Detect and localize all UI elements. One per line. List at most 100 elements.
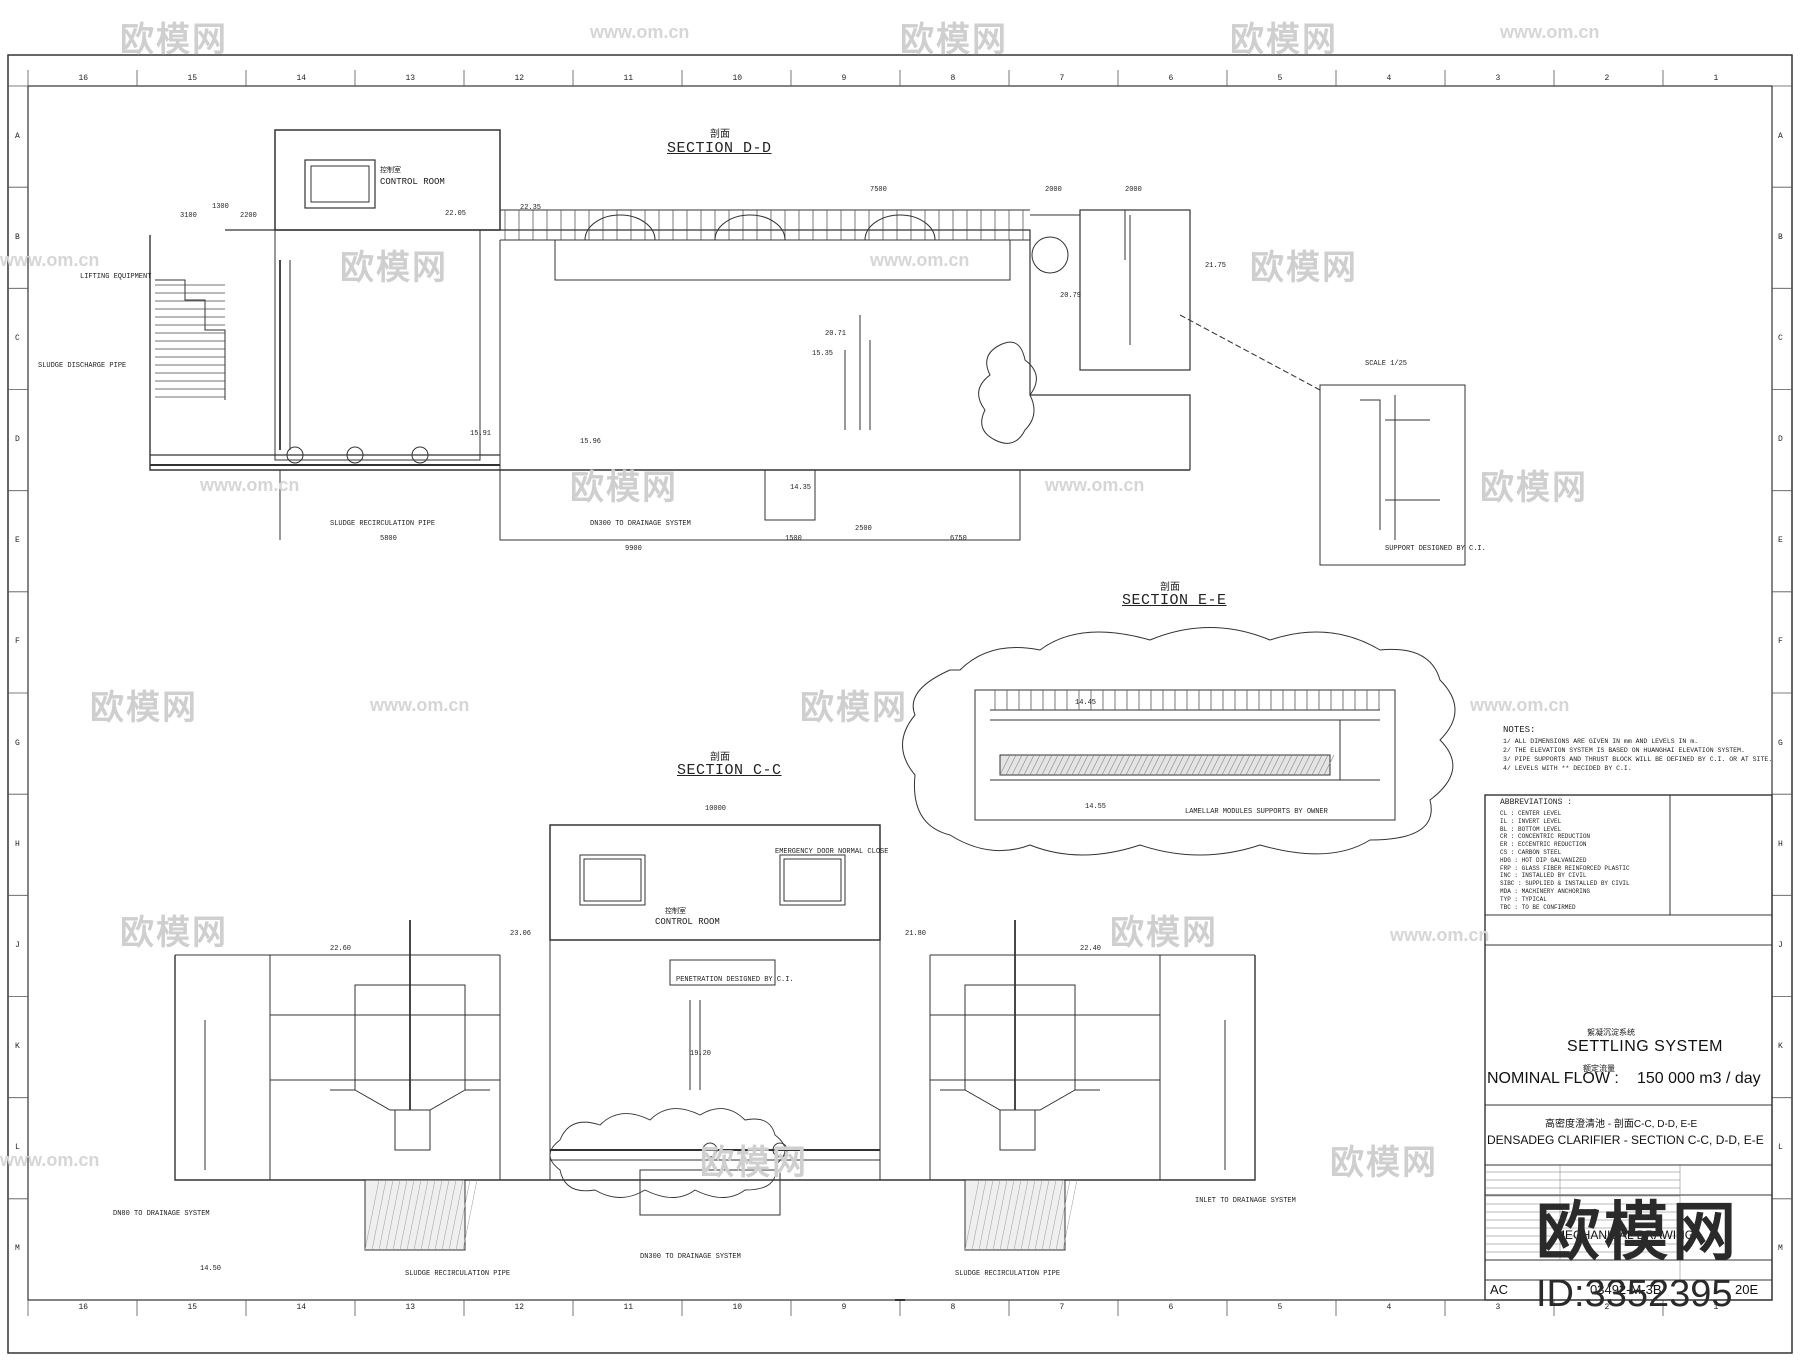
watermark-url: www.om.cn [1500, 22, 1600, 42]
watermark-brand: 欧模网 [700, 1144, 808, 1182]
grid-row-label: J [15, 940, 20, 950]
grid-column-label: 5 [1277, 74, 1283, 83]
watermark-brand: 欧模网 [90, 689, 198, 727]
watermark-brand: 欧模网 [120, 21, 228, 59]
corner-brand: 欧模网 [1536, 1196, 1740, 1268]
watermark-brand: 欧模网 [120, 914, 228, 952]
watermark-url: www.om.cn [0, 1150, 100, 1170]
drawing-title-cn: 高密度澄清池 - 剖面C-C, D-D, E-E [1545, 1119, 1698, 1130]
label-lamellar: LAMELLAR MODULES SUPPORTS BY OWNER [1185, 808, 1328, 816]
grid-row-label: G [1778, 738, 1783, 748]
level-ee-2: 14.55 [1085, 803, 1107, 811]
abbreviation-item: CS : CARBON STEEL [1500, 848, 1562, 856]
label-penetration: PENETRATION DESIGNED BY C.I. [676, 976, 794, 984]
label-drainage-cc-left: DN80 TO DRAINAGE SYSTEM [113, 1210, 210, 1218]
grid-row-label: D [1778, 435, 1783, 445]
control-room-label-dd: CONTROL ROOM [380, 177, 445, 187]
dim-6: 2000 [1125, 186, 1142, 194]
section-dd-cn: 剖面 [710, 130, 730, 141]
level-cc-2: 23.06 [510, 930, 532, 938]
grid-column-label: 9 [841, 74, 847, 83]
grid-row-label: L [1778, 1143, 1783, 1153]
dim-2: 3100 [180, 212, 197, 220]
watermark-url: www.om.cn [590, 22, 690, 42]
dim-11: 6750 [950, 535, 967, 543]
watermark-brand: 欧模网 [800, 689, 908, 727]
watermark-brand: 欧模网 [900, 21, 1008, 59]
grid-row-label: F [1778, 637, 1783, 647]
flow-label: NOMINAL FLOW : [1487, 1070, 1619, 1087]
level-9: 14.35 [790, 484, 812, 492]
watermark-brand: 欧模网 [570, 469, 678, 507]
grid-column-label: 14 [296, 74, 307, 83]
abbreviation-item: ER : ECCENTRIC REDUCTION [1500, 841, 1587, 849]
sheet-suffix: 20E [1735, 1282, 1759, 1297]
watermark-url: www.om.cn [0, 250, 100, 270]
dim-4: 7500 [870, 186, 887, 194]
watermark-url: www.om.cn [1470, 695, 1570, 715]
abbreviation-item: TYP : TYPICAL [1500, 895, 1547, 903]
grid-column-label: 10 [732, 1303, 743, 1312]
grid-row-label: F [15, 637, 20, 647]
watermark-url: www.om.cn [370, 695, 470, 715]
abbreviation-item: HDG : HOT DIP GALVANIZED [1500, 856, 1587, 864]
grid-column-label: 15 [187, 1303, 198, 1312]
system-title: SETTLING SYSTEM [1567, 1038, 1723, 1055]
grid-column-label: 6 [1168, 74, 1174, 83]
section-ee-title: SECTION E-E [1122, 592, 1227, 609]
note-item: 4/ LEVELS WITH ** DECIDED BY C.I. [1503, 765, 1632, 772]
grid-row-label: B [15, 232, 20, 242]
dim-9: 1500 [785, 535, 802, 543]
grid-column-label: 9 [841, 1303, 847, 1312]
dim-5: 2000 [1045, 186, 1062, 194]
level-3: 21.75 [1205, 262, 1227, 270]
control-room-label-cc: CONTROL ROOM [655, 917, 720, 927]
grid-column-label: 11 [623, 1303, 634, 1312]
grid-column-label: 14 [296, 1303, 307, 1312]
abbreviation-item: CL : CENTER LEVEL [1500, 810, 1562, 817]
grid-column-label: 10 [732, 74, 743, 83]
grid-column-label: 12 [514, 1303, 525, 1312]
label-drainage-dd: DN300 TO DRAINAGE SYSTEM [590, 520, 691, 528]
drawing-number: 03492-M-3B [1590, 1282, 1662, 1297]
grid-row-label: K [1778, 1042, 1783, 1052]
system-cn: 絮凝沉淀系统 [1587, 1028, 1635, 1037]
grid-column-label: 3 [1495, 74, 1501, 83]
level-7: 15.91 [470, 430, 492, 438]
grid-row-label: C [1778, 333, 1783, 343]
abbreviation-item: SIBC : SUPPLIED & INSTALLED BY CIVIL [1500, 880, 1630, 888]
label-sludge-recirc-cc-left: SLUDGE RECIRCULATION PIPE [405, 1270, 511, 1278]
grid-row-label: M [15, 1244, 20, 1254]
note-item: 2/ THE ELEVATION SYSTEM IS BASED ON HUAN… [1503, 747, 1745, 754]
grid-column-label: 6 [1168, 1303, 1174, 1312]
abbreviation-item: CR : CONCENTRIC REDUCTION [1500, 833, 1591, 841]
level-cc-6: 14.50 [200, 1265, 222, 1273]
revision-code: AC [1490, 1282, 1509, 1297]
grid-column-label: 13 [405, 74, 416, 83]
grid-row-label: A [15, 131, 20, 141]
control-room-cn-dd: 控制室 [380, 167, 401, 175]
grid-row-label: B [1778, 232, 1783, 242]
watermark-url: www.om.cn [1390, 925, 1490, 945]
watermark-url: www.om.cn [1045, 475, 1145, 495]
label-support: SUPPORT DESIGNED BY C.I. [1385, 545, 1486, 553]
level-cc-3: 21.80 [905, 930, 927, 938]
notes-heading: NOTES: [1503, 725, 1536, 735]
flow-cn: 额定流量 [1583, 1064, 1615, 1073]
grid-row-label: D [15, 435, 20, 445]
grid-column-label: 11 [623, 74, 634, 83]
grid-column-label: 4 [1386, 1303, 1392, 1312]
note-item: 1/ ALL DIMENSIONS ARE GIVEN IN mm AND LE… [1503, 738, 1699, 745]
dim-1: 1300 [212, 203, 229, 211]
level-2: 22.35 [520, 204, 542, 212]
level-6: 15.96 [580, 438, 602, 446]
section-dd-title: SECTION D-D [667, 140, 772, 157]
grid-column-label: 7 [1059, 74, 1065, 83]
grid-column-label: 16 [78, 1303, 89, 1312]
label-sludge-recirc-cc-right: SLUDGE RECIRCULATION PIPE [955, 1270, 1061, 1278]
grid-row-label: G [15, 738, 20, 748]
label-drainage-cc-mid: DN300 TO DRAINAGE SYSTEM [640, 1253, 741, 1261]
grid-column-label: 13 [405, 1303, 416, 1312]
